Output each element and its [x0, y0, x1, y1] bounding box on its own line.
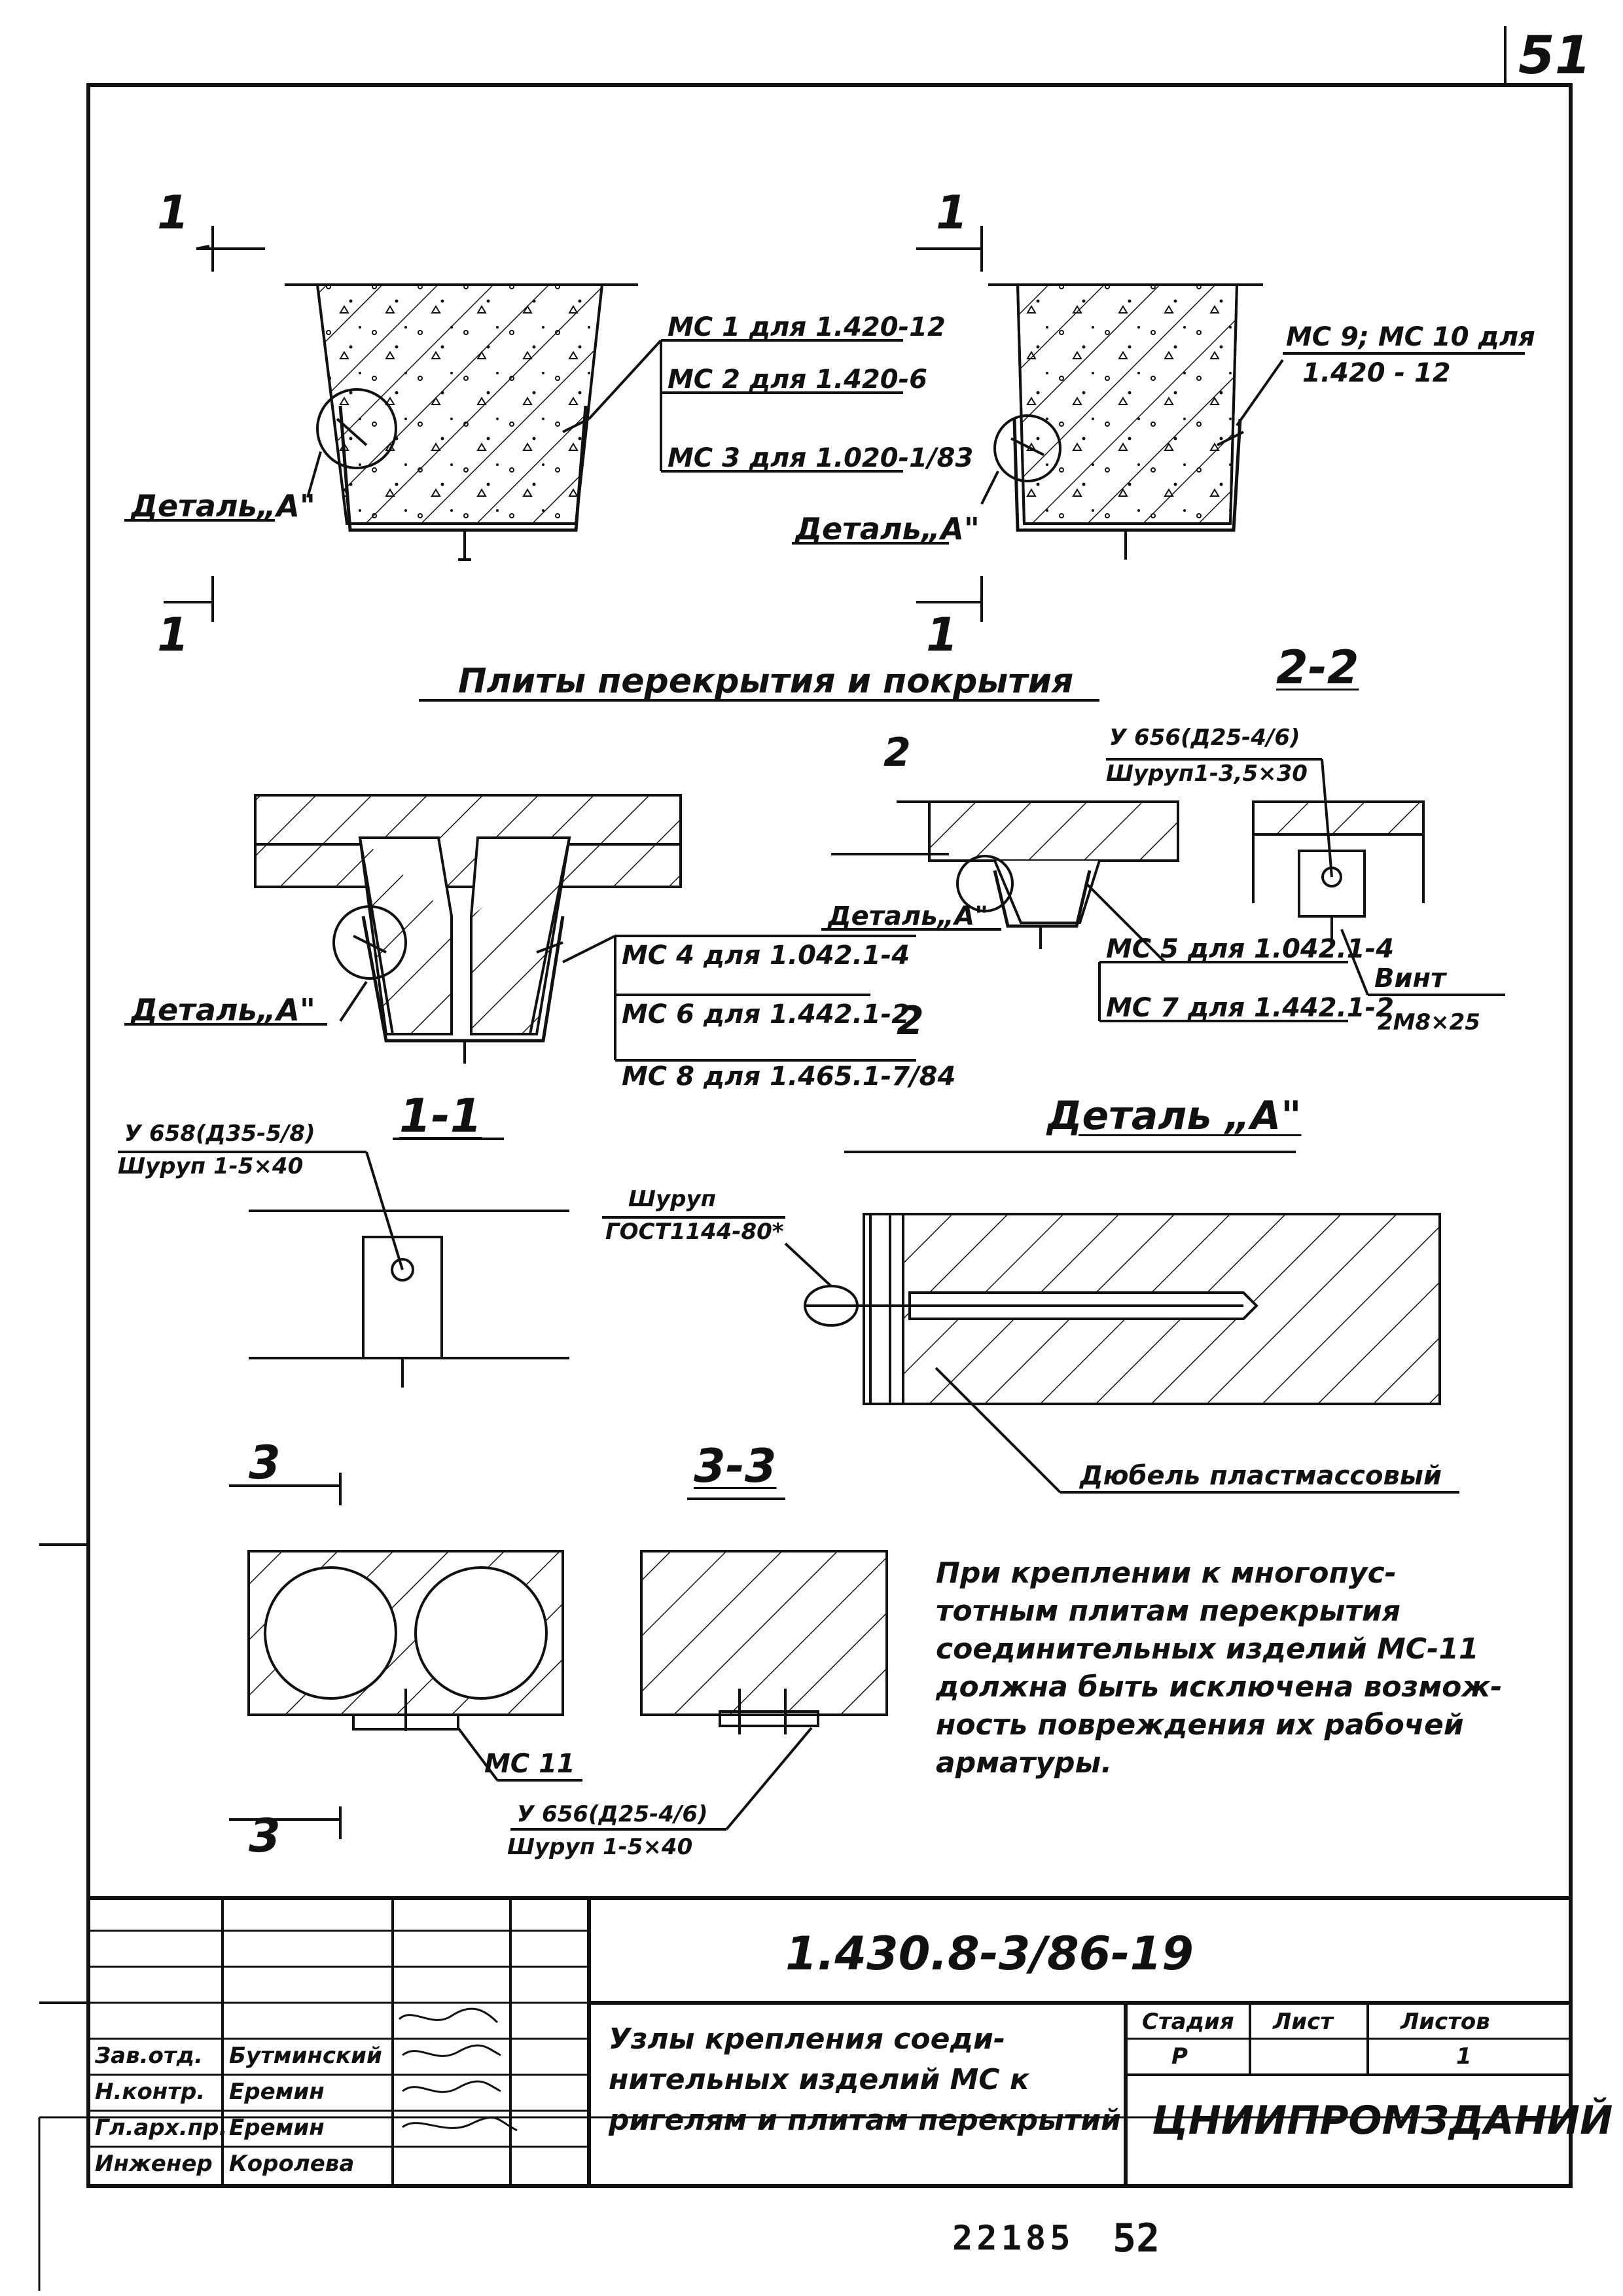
view-title-1-1: 1-1: [399, 1089, 482, 1143]
stage-header: Стадия: [1142, 2009, 1234, 2035]
label-mc9-mc10-a: МС 9; МС 10 для: [1286, 322, 1535, 352]
title-block-grid: [88, 1896, 1571, 2186]
role-head-of-dept: Зав.отд.: [95, 2043, 203, 2069]
label-shurup: Шуруп: [628, 1186, 717, 1212]
label-dowel: Дюбель пластмассовый: [1080, 1461, 1442, 1491]
slab-joint-left: [254, 794, 916, 1064]
inventory-number: 22185: [952, 2219, 1075, 2258]
page-number: 51: [1518, 25, 1592, 86]
section-2-2: [1106, 758, 1505, 996]
label-gost: ГОСТ1144-80*: [605, 1219, 784, 1245]
note-text: При креплении к многопус- тотным плитам …: [936, 1556, 1503, 1780]
doc-title: Узлы крепления соеди- нительных изделий …: [609, 2022, 1121, 2137]
detail-a-callout-4: Деталь„А": [131, 992, 315, 1028]
label-mc11: МС 11: [484, 1749, 575, 1779]
sheet-header: Лист: [1273, 2009, 1333, 2035]
label-mc4: МС 4 для 1.042.1-4: [622, 941, 910, 971]
section-marker-2-bottom: 2: [897, 998, 924, 1044]
organization: ЦНИИПРОМЗДАНИЙ: [1152, 2098, 1613, 2144]
label-mc3: МС 3 для 1.020-1/83: [668, 443, 974, 473]
label-vint: Винт: [1374, 963, 1446, 994]
label-y656-b: У 656(Д25-4/6): [517, 1801, 708, 1827]
footer-sheet-number: 52: [1113, 2215, 1160, 2261]
label-screw-5x40-b: Шуруп 1-5×40: [507, 1834, 693, 1860]
label-vint-size: 2М8×25: [1378, 1009, 1480, 1035]
sheets-header: Листов: [1400, 2009, 1490, 2035]
section-marker-2: 2: [883, 730, 911, 776]
label-screw-3-5x30: Шуруп1-3,5×30: [1106, 761, 1308, 787]
label-mc6: МС 6 для 1.442.1-2: [622, 999, 910, 1030]
section-3-3: [510, 1498, 888, 1831]
detail-a-callout-1: Деталь„А": [131, 488, 315, 524]
label-mc9-mc10-b: 1.420 - 12: [1302, 358, 1451, 388]
label-mc2: МС 2 для 1.420-6: [668, 365, 928, 395]
section-marker-1-top-right: 1: [936, 186, 968, 240]
beam-section-right: [916, 226, 1525, 622]
beam-section-left: [164, 226, 903, 622]
section-marker-1-bottom-right: 1: [926, 608, 958, 662]
detail-a-callout-2: Деталь„А": [795, 511, 980, 547]
label-y656-a: У 656(Д25-4/6): [1109, 725, 1300, 751]
section-marker-1-bottom-left: 1: [157, 608, 189, 662]
role-engineer: Инженер: [95, 2151, 213, 2177]
heading-slabs: Плиты перекрытия и покрытия: [458, 662, 1074, 701]
label-mc5: МС 5 для 1.042.1-4: [1106, 934, 1395, 964]
name-head-of-dept: Бутминский: [229, 2043, 382, 2069]
page-frame: [38, 26, 1573, 2291]
view-title-detail-a: Деталь „А": [1047, 1093, 1302, 1139]
section-marker-3-top: 3: [249, 1436, 281, 1490]
label-mc1: МС 1 для 1.420-12: [668, 312, 946, 342]
detail-a-callout-3: Деталь„А": [828, 901, 989, 931]
name-chief-architect: Еремин: [229, 2115, 325, 2141]
name-norm-control: Еремин: [229, 2079, 325, 2105]
section-marker-3-bottom: 3: [249, 1809, 281, 1863]
view-title-2-2: 2-2: [1276, 641, 1359, 694]
signatures: [398, 2007, 518, 2132]
label-mc7: МС 7 для 1.442.1-2: [1106, 993, 1395, 1023]
label-screw-5x40: Шуруп 1-5×40: [118, 1153, 304, 1179]
view-title-3-3: 3-3: [694, 1439, 777, 1493]
label-mc8: МС 8 для 1.465.1-7/84: [622, 1062, 956, 1092]
name-engineer: Королева: [229, 2151, 355, 2177]
section-1-1: [118, 1138, 569, 1388]
doc-code: 1.430.8-3/86-19: [785, 1927, 1194, 1981]
hollow-slab-3: [229, 1473, 582, 1839]
stage-value: Р: [1171, 2043, 1188, 2070]
label-y658: У 658(Д35-5/8): [124, 1121, 315, 1147]
role-norm-control: Н.контр.: [95, 2079, 205, 2105]
section-marker-1-top-left: 1: [157, 186, 189, 240]
slab-joint-middle: [831, 800, 1348, 1022]
role-chief-architect: Гл.арх.пр.: [95, 2115, 228, 2141]
detail-a-drawing: [602, 1151, 1459, 1494]
sheets-value: 1: [1456, 2043, 1472, 2070]
